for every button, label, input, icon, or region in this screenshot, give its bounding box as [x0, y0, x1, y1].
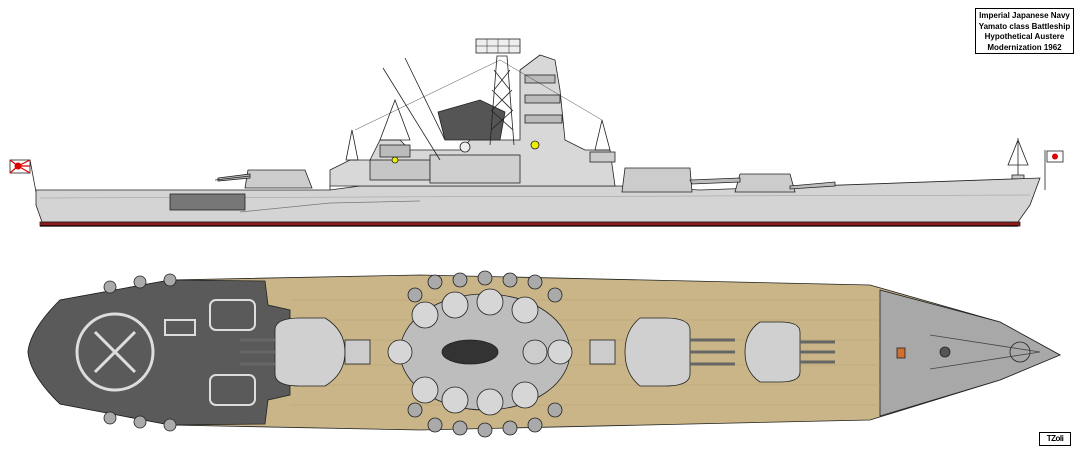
title-line: Modernization 1962: [987, 42, 1062, 52]
title-box: Imperial Japanese Navy Yamato class Batt…: [975, 8, 1074, 54]
forward-turret-1-plan: [744, 321, 835, 383]
funnel-plan: [441, 339, 499, 365]
helipad: [75, 312, 155, 392]
artist-signature: TZoli: [1039, 432, 1071, 446]
title-line: Hypothetical Austere: [984, 32, 1065, 41]
bow-deck: [879, 289, 1061, 417]
forward-turret-2-side: [621, 167, 693, 193]
forward-turret-2-plan: [624, 317, 735, 387]
aft-turret-side: [244, 169, 313, 189]
top-view: [27, 270, 1061, 438]
aft-turret-plan: [240, 317, 346, 387]
lattice-mast: [475, 38, 521, 146]
forward-turret-1-side: [734, 173, 796, 193]
title-line: Imperial Japanese Navy: [979, 11, 1070, 20]
japan-jack-flag-icon: [1044, 150, 1064, 190]
funnel: [437, 99, 506, 141]
rising-sun-ensign-icon: [9, 159, 37, 193]
title-line: Yamato class Battleship: [978, 21, 1071, 31]
side-profile: [9, 38, 1064, 227]
